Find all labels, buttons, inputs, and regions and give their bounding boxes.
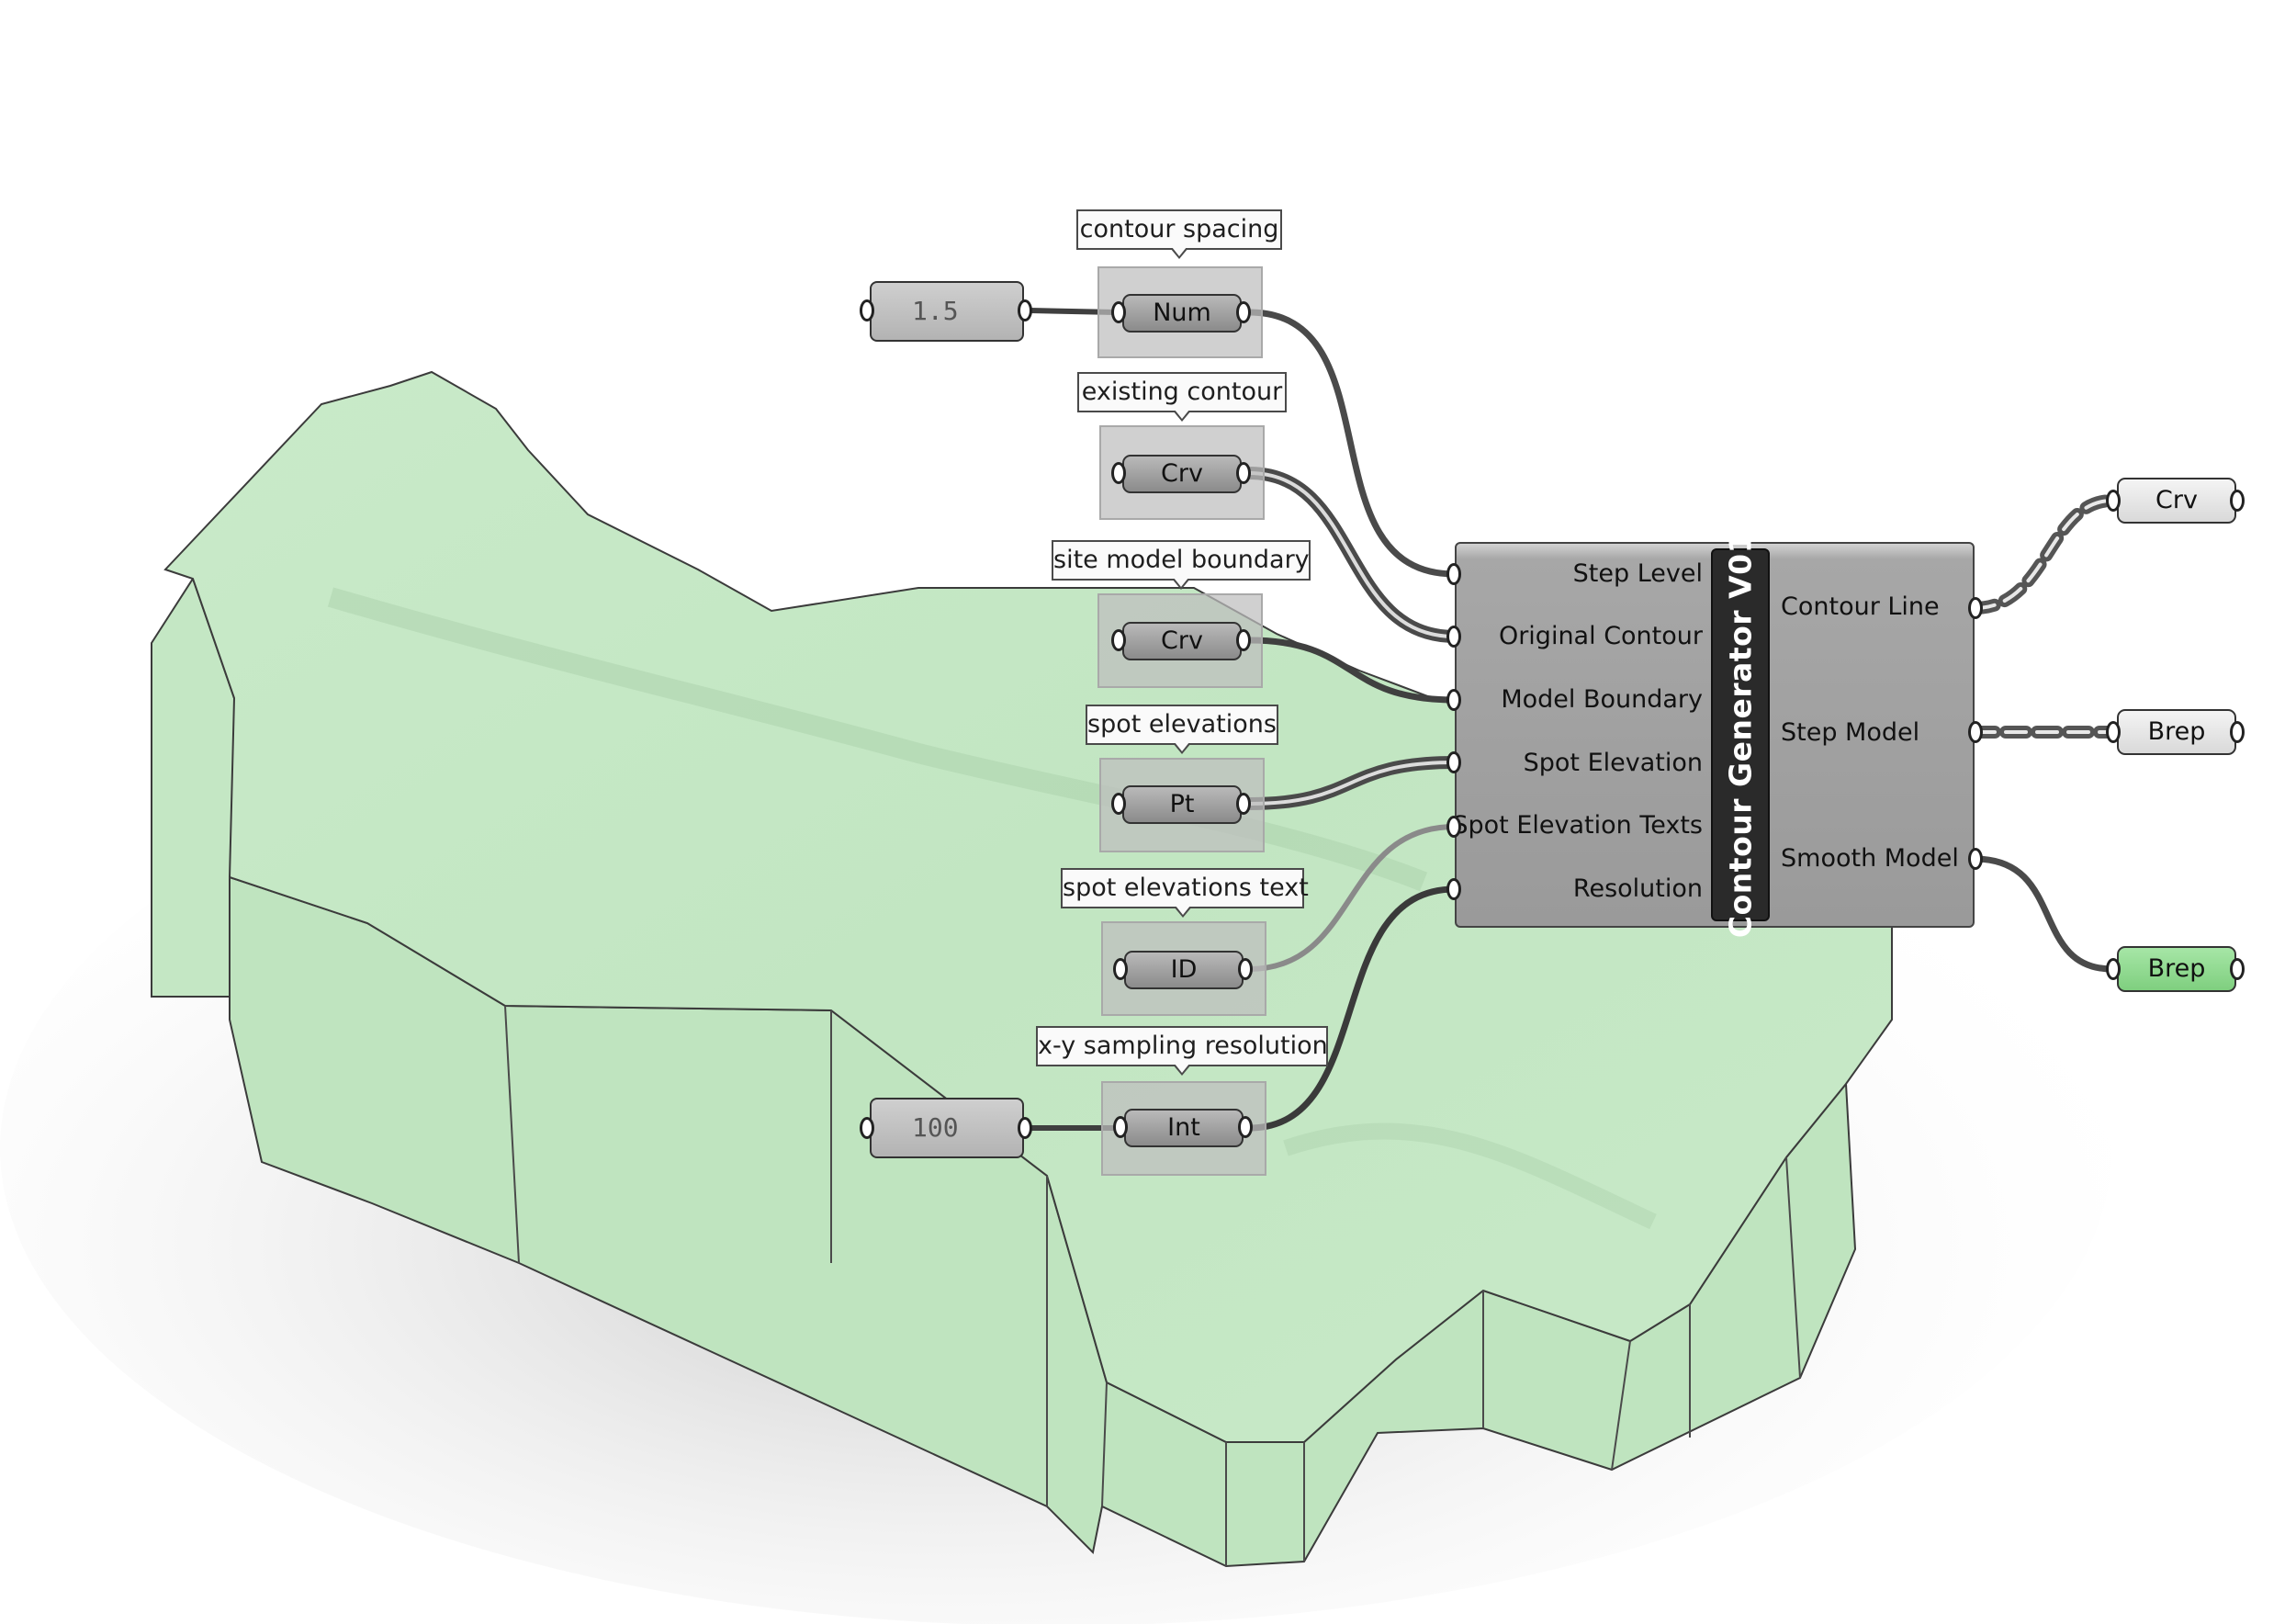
- input-grip[interactable]: [1111, 301, 1126, 323]
- component-inputs: Step Level Original Contour Model Bounda…: [1452, 544, 1703, 930]
- param-num-label: Num: [1153, 299, 1211, 327]
- input-grip[interactable]: [1446, 816, 1461, 838]
- label-xy-sampling-resolution-text: x-y sampling resolution: [1038, 1032, 1328, 1060]
- param-id-label: ID: [1170, 955, 1198, 984]
- output-param-brep-step-label: Brep: [2147, 717, 2206, 746]
- label-site-model-boundary: site model boundary: [1052, 540, 1311, 590]
- input-grip[interactable]: [1111, 462, 1126, 484]
- number-panel-value: 1.5: [912, 296, 959, 326]
- output-param-brep-smooth[interactable]: Brep: [2117, 946, 2236, 992]
- input-grip[interactable]: [2106, 490, 2121, 512]
- output-grip[interactable]: [2230, 490, 2245, 512]
- param-int-label: Int: [1167, 1113, 1200, 1142]
- output-grip[interactable]: [1236, 793, 1251, 815]
- label-site-model-boundary-text: site model boundary: [1053, 546, 1310, 574]
- output-grip[interactable]: [1018, 1117, 1032, 1139]
- input-grip[interactable]: [1113, 958, 1128, 980]
- output-grip[interactable]: [2230, 958, 2245, 980]
- input-grip[interactable]: [2106, 721, 2121, 743]
- integer-slider-panel[interactable]: 100: [870, 1098, 1024, 1158]
- integer-panel-value: 100: [912, 1112, 959, 1143]
- output-grip[interactable]: [1236, 629, 1251, 651]
- label-existing-contour: existing contour: [1077, 372, 1287, 422]
- input-original-contour[interactable]: Original Contour: [1498, 622, 1703, 650]
- output-param-brep-step[interactable]: Brep: [2117, 709, 2236, 755]
- output-param-crv-label: Crv: [2155, 486, 2198, 514]
- input-grip[interactable]: [2106, 958, 2121, 980]
- input-grip[interactable]: [860, 299, 874, 321]
- input-grip[interactable]: [1446, 626, 1461, 648]
- output-grip[interactable]: [2230, 721, 2245, 743]
- param-pt[interactable]: Pt: [1122, 785, 1242, 824]
- output-grip[interactable]: [1018, 299, 1032, 321]
- label-spot-elevations-text-text: spot elevations text: [1063, 874, 1309, 902]
- output-grip[interactable]: [1236, 462, 1251, 484]
- terrain-edge: [1101, 1382, 1108, 1507]
- output-param-crv[interactable]: Crv: [2117, 478, 2236, 524]
- input-grip[interactable]: [860, 1117, 874, 1139]
- input-grip[interactable]: [1113, 1116, 1128, 1138]
- output-step-model[interactable]: Step Model: [1781, 718, 1920, 747]
- input-spot-elevation-texts[interactable]: Spot Elevation Texts: [1452, 811, 1703, 840]
- input-model-boundary[interactable]: Model Boundary: [1501, 685, 1703, 714]
- terrain-ridge: [1283, 1122, 1657, 1230]
- input-grip[interactable]: [1446, 689, 1461, 711]
- label-spot-elevations-text: spot elevations: [1087, 710, 1277, 739]
- output-grip[interactable]: [1238, 1116, 1253, 1138]
- param-crv-boundary-label: Crv: [1161, 626, 1203, 655]
- output-grip[interactable]: [1968, 848, 1983, 870]
- param-crv-boundary[interactable]: Crv: [1122, 622, 1242, 660]
- label-contour-spacing: contour spacing: [1076, 209, 1282, 259]
- input-grip[interactable]: [1446, 563, 1461, 585]
- input-resolution[interactable]: Resolution: [1572, 874, 1703, 903]
- param-int[interactable]: Int: [1124, 1109, 1244, 1147]
- terrain-edge: [1611, 1340, 1631, 1471]
- input-grip[interactable]: [1446, 751, 1461, 773]
- terrain-edge: [504, 1005, 520, 1264]
- label-xy-sampling-resolution: x-y sampling resolution: [1036, 1026, 1328, 1076]
- input-spot-elevation[interactable]: Spot Elevation: [1523, 749, 1703, 777]
- component-title-bar[interactable]: Contour Generator V01: [1711, 532, 1770, 938]
- input-grip[interactable]: [1446, 878, 1461, 900]
- param-pt-label: Pt: [1169, 790, 1195, 818]
- input-grip[interactable]: [1111, 793, 1126, 815]
- output-contour-line[interactable]: Contour Line: [1781, 592, 1940, 621]
- number-slider-panel[interactable]: 1.5: [870, 281, 1024, 342]
- param-num[interactable]: Num: [1122, 294, 1242, 333]
- output-grip[interactable]: [1968, 597, 1983, 619]
- output-grip[interactable]: [1238, 958, 1253, 980]
- terrain-top: [163, 370, 1893, 1443]
- component-title: Contour Generator V01: [1722, 531, 1759, 939]
- param-crv-existing-label: Crv: [1161, 459, 1203, 488]
- param-id[interactable]: ID: [1124, 951, 1244, 989]
- output-smooth-model[interactable]: Smooth Model: [1781, 844, 1959, 873]
- input-step-level[interactable]: Step Level: [1572, 559, 1703, 588]
- terrain-edge: [1785, 1156, 1801, 1379]
- label-contour-spacing-text: contour spacing: [1079, 215, 1279, 243]
- output-param-brep-smooth-label: Brep: [2147, 954, 2206, 983]
- label-spot-elevations: spot elevations: [1086, 705, 1278, 754]
- output-grip[interactable]: [1968, 721, 1983, 743]
- label-existing-contour-text: existing contour: [1081, 378, 1283, 406]
- param-crv-existing[interactable]: Crv: [1122, 455, 1242, 493]
- input-grip[interactable]: [1111, 629, 1126, 651]
- label-spot-elevations-text: spot elevations text: [1061, 868, 1309, 918]
- output-grip[interactable]: [1236, 301, 1251, 323]
